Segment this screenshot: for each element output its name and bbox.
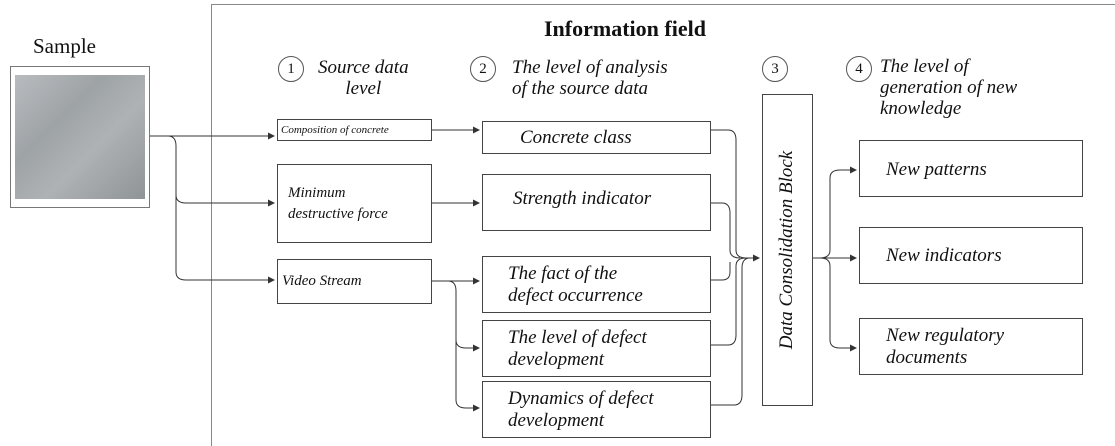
line-strength-to-consolidation	[711, 202, 741, 259]
analysis-box-concrete-class: Concrete class	[482, 121, 711, 154]
column-2-heading: The level of analysis of the source data	[512, 57, 668, 99]
arrow-sample-to-force	[150, 135, 275, 207]
concrete-sample-image	[15, 75, 145, 199]
analysis-box-defect-level: The level of defect development	[482, 320, 711, 377]
column-4-heading: The level of generation of new knowledge	[880, 56, 1018, 119]
arrow-sample-to-video	[175, 195, 275, 284]
line-level-to-consolidation	[711, 257, 747, 346]
arrow-video-to-dynamics	[455, 340, 480, 412]
data-consolidation-block: Data Consolidation Block	[762, 94, 813, 406]
source-box-composition: Composition of concrete	[277, 119, 432, 141]
knowledge-box-new-indicators: New indicators	[859, 227, 1083, 284]
arrow-consolidation-to-patterns	[819, 166, 857, 259]
information-field-frame	[211, 4, 1115, 446]
knowledge-box-new-regulatory-documents: New regulatory documents	[859, 318, 1083, 375]
source-box-destructive-force: Minimum destructive force	[277, 164, 432, 243]
knowledge-box-new-patterns: New patterns	[859, 140, 1083, 197]
arrow-class-to-consolidation	[711, 129, 760, 262]
source-box-video-stream: Video Stream	[277, 259, 432, 304]
arrow-consolidation-to-documents	[819, 257, 857, 352]
arrow-video-to-level	[432, 280, 480, 352]
column-1-heading: Source data level	[318, 57, 409, 99]
analysis-box-defect-dynamics: Dynamics of defect development	[482, 381, 711, 438]
step-4-marker: 4	[846, 56, 872, 82]
step-2-marker: 2	[470, 56, 496, 82]
line-occurrence-to-consolidation	[711, 262, 731, 281]
step-3-marker: 3	[762, 56, 788, 82]
information-field-title: Information field	[544, 16, 706, 41]
step-1-marker: 1	[278, 56, 304, 82]
sample-label: Sample	[33, 34, 96, 58]
sample-photo-frame	[10, 66, 150, 208]
analysis-box-defect-occurrence: The fact of the defect occurrence	[482, 256, 711, 313]
analysis-box-strength-indicator: Strength indicator	[482, 174, 711, 231]
line-dynamics-to-consolidation	[711, 257, 751, 406]
